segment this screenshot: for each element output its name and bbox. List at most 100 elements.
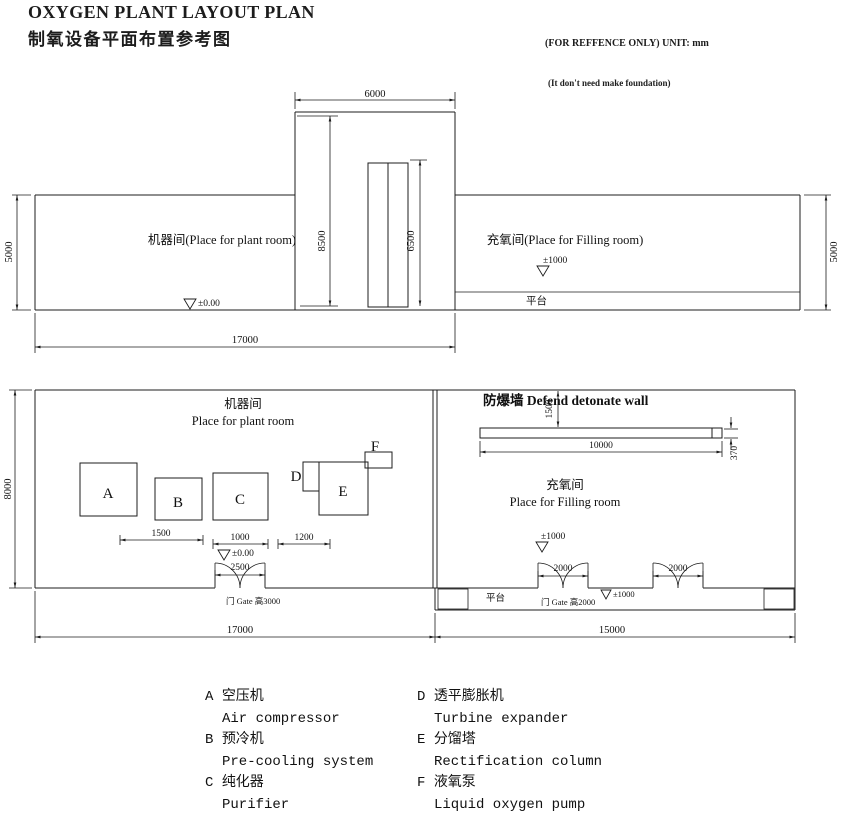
- level-label-1000-plan: ±1000: [541, 532, 565, 542]
- dim-wall-370: 370: [724, 417, 740, 460]
- elevation-door: [367, 162, 409, 308]
- legend-en: Liquid oxygen pump: [434, 796, 586, 813]
- equipment-A: A: [79, 462, 138, 517]
- level-mark-zero-elev: ±0.00: [183, 298, 220, 310]
- legend-item: F 液氧泵 Liquid oxygen pump: [417, 773, 602, 816]
- legend-zh: 空压机: [221, 689, 264, 705]
- plan-building-outline: [34, 389, 796, 611]
- dim-right-5000: 5000: [804, 194, 840, 311]
- gate-right-label: 门 Gate 高2000: [541, 597, 595, 607]
- level-triangle-icon: [535, 541, 549, 553]
- legend-zh: 液氧泵: [433, 775, 476, 791]
- level-triangle-icon: [183, 298, 197, 310]
- legend-key: C: [205, 775, 214, 791]
- legend-key: D: [417, 689, 426, 705]
- dim-label-wall-thickness: 370: [730, 446, 740, 461]
- door-left-room: [214, 562, 266, 589]
- dim-label-door-height: 6500: [406, 231, 417, 252]
- equipment-C: C: [212, 472, 269, 521]
- legend-en: Turbine expander: [434, 710, 569, 727]
- legend-item: A 空压机 Air compressor: [205, 687, 417, 730]
- equipment-label-B: B: [173, 495, 183, 511]
- plan-plant-room-label-en: Place for plant room: [192, 414, 295, 428]
- equipment-label-E: E: [338, 484, 347, 500]
- equipment-F: F: [364, 439, 393, 469]
- legend-en: Pre-cooling system: [222, 753, 374, 770]
- plan-platform-label: 平台: [486, 592, 505, 604]
- dim-top-6000: 6000: [294, 89, 456, 109]
- dim-height-8000: 8000: [3, 389, 32, 589]
- legend-zh: 透平膨胀机: [433, 689, 504, 705]
- dim-c-1000: 1000: [212, 533, 269, 549]
- legend-zh: 预冷机: [221, 732, 264, 748]
- equipment-B: B: [154, 477, 203, 521]
- dim-wall-gap-1500: 1500: [545, 391, 560, 427]
- legend-key: E: [417, 732, 426, 748]
- page-title-zh: 制氧设备平面布置参考图: [28, 30, 232, 49]
- door-filling-1: [537, 562, 589, 589]
- reference-note: (FOR REFFENCE ONLY) UNIT: mm: [545, 38, 709, 49]
- dim-label-door-r2: 2000: [669, 564, 688, 574]
- equipment-E: E: [318, 461, 369, 516]
- dim-label-tower: 8500: [317, 231, 328, 252]
- level-mark-platform: ±1000: [600, 589, 635, 600]
- legend-key: A: [205, 689, 214, 705]
- foundation-note: (It don't need make foundation): [548, 78, 671, 88]
- dim-label-right: 5000: [829, 242, 840, 263]
- page-title: OXYGEN PLANT LAYOUT PLAN: [28, 2, 315, 22]
- dim-label-wall-length: 10000: [589, 441, 613, 451]
- dim-bottom-15000-plan: 15000: [435, 613, 796, 643]
- plan-filling-room-label-zh: 充氧间: [546, 477, 584, 492]
- equipment-label-F: F: [371, 439, 379, 455]
- dim-left-5000: 5000: [4, 194, 31, 311]
- dim-label-de: 1200: [295, 533, 314, 543]
- level-triangle-icon: [217, 549, 231, 561]
- dim-label-height: 8000: [3, 479, 14, 500]
- door-filling-2: [652, 562, 704, 589]
- dim-door-6500: 6500: [406, 159, 427, 306]
- legend-en: Rectification column: [434, 753, 603, 770]
- equipment-label-A: A: [103, 486, 114, 502]
- dim-de-1200: 1200: [277, 533, 331, 549]
- equipment-legend: A 空压机 Air compressor B 预冷机 Pre-cooling s…: [205, 687, 602, 816]
- legend-en: Air compressor: [222, 710, 340, 727]
- plan-plant-room-label-zh: 机器间: [224, 397, 262, 411]
- legend-zh: 分馏塔: [433, 732, 476, 748]
- platform-hatch-left: [437, 588, 469, 610]
- dim-label-door-r1: 2000: [554, 564, 573, 574]
- dim-label-bottom-left: 17000: [227, 625, 253, 636]
- level-triangle-icon: [600, 589, 612, 600]
- level-mark-1000-plan: ±1000: [535, 532, 565, 553]
- legend-key: F: [417, 775, 426, 791]
- dim-label-top: 6000: [365, 89, 386, 100]
- elevation-plant-room-label: 机器间(Place for plant room): [148, 233, 296, 247]
- legend-item: E 分馏塔 Rectification column: [417, 730, 602, 773]
- level-mark-zero-plan: ±0.00: [217, 549, 254, 561]
- gate-left-label: 门 Gate 高3000: [226, 596, 280, 606]
- platform-hatch-right: [763, 588, 795, 610]
- legend-item: B 预冷机 Pre-cooling system: [205, 730, 417, 773]
- level-label-zero-plan: ±0.00: [232, 549, 254, 559]
- level-label-platform: ±1000: [613, 589, 635, 599]
- dim-bottom-17000-elev: 17000: [34, 313, 456, 353]
- dim-tower-8500: 8500: [297, 115, 338, 307]
- legend-item: D 透平膨胀机 Turbine expander: [417, 687, 602, 730]
- blast-wall-label: 防爆墙 Defend detonate wall: [483, 392, 649, 408]
- dim-label-ab: 1500: [152, 529, 171, 539]
- dim-label-bottom-elev: 17000: [232, 335, 258, 346]
- equipment-D: D: [291, 461, 320, 492]
- legend-key: B: [205, 732, 214, 748]
- legend-column-2: D 透平膨胀机 Turbine expander E 分馏塔 Rectifica…: [417, 687, 602, 816]
- elevation-drawing: 6000 5000 5000 8500: [4, 89, 840, 353]
- elevation-building-outline: [34, 111, 801, 311]
- elevation-platform-label: 平台: [526, 294, 547, 307]
- legend-item: C 纯化器 Purifier: [205, 773, 417, 816]
- level-mark-1000-elev: ±1000: [536, 256, 567, 277]
- dim-label-bottom-right: 15000: [599, 625, 625, 636]
- level-label-1000: ±1000: [543, 256, 567, 266]
- plan-filling-room-label-en: Place for Filling room: [510, 495, 621, 509]
- elevation-filling-room-label: 充氧间(Place for Filling room): [487, 232, 644, 247]
- legend-column-1: A 空压机 Air compressor B 预冷机 Pre-cooling s…: [205, 687, 417, 816]
